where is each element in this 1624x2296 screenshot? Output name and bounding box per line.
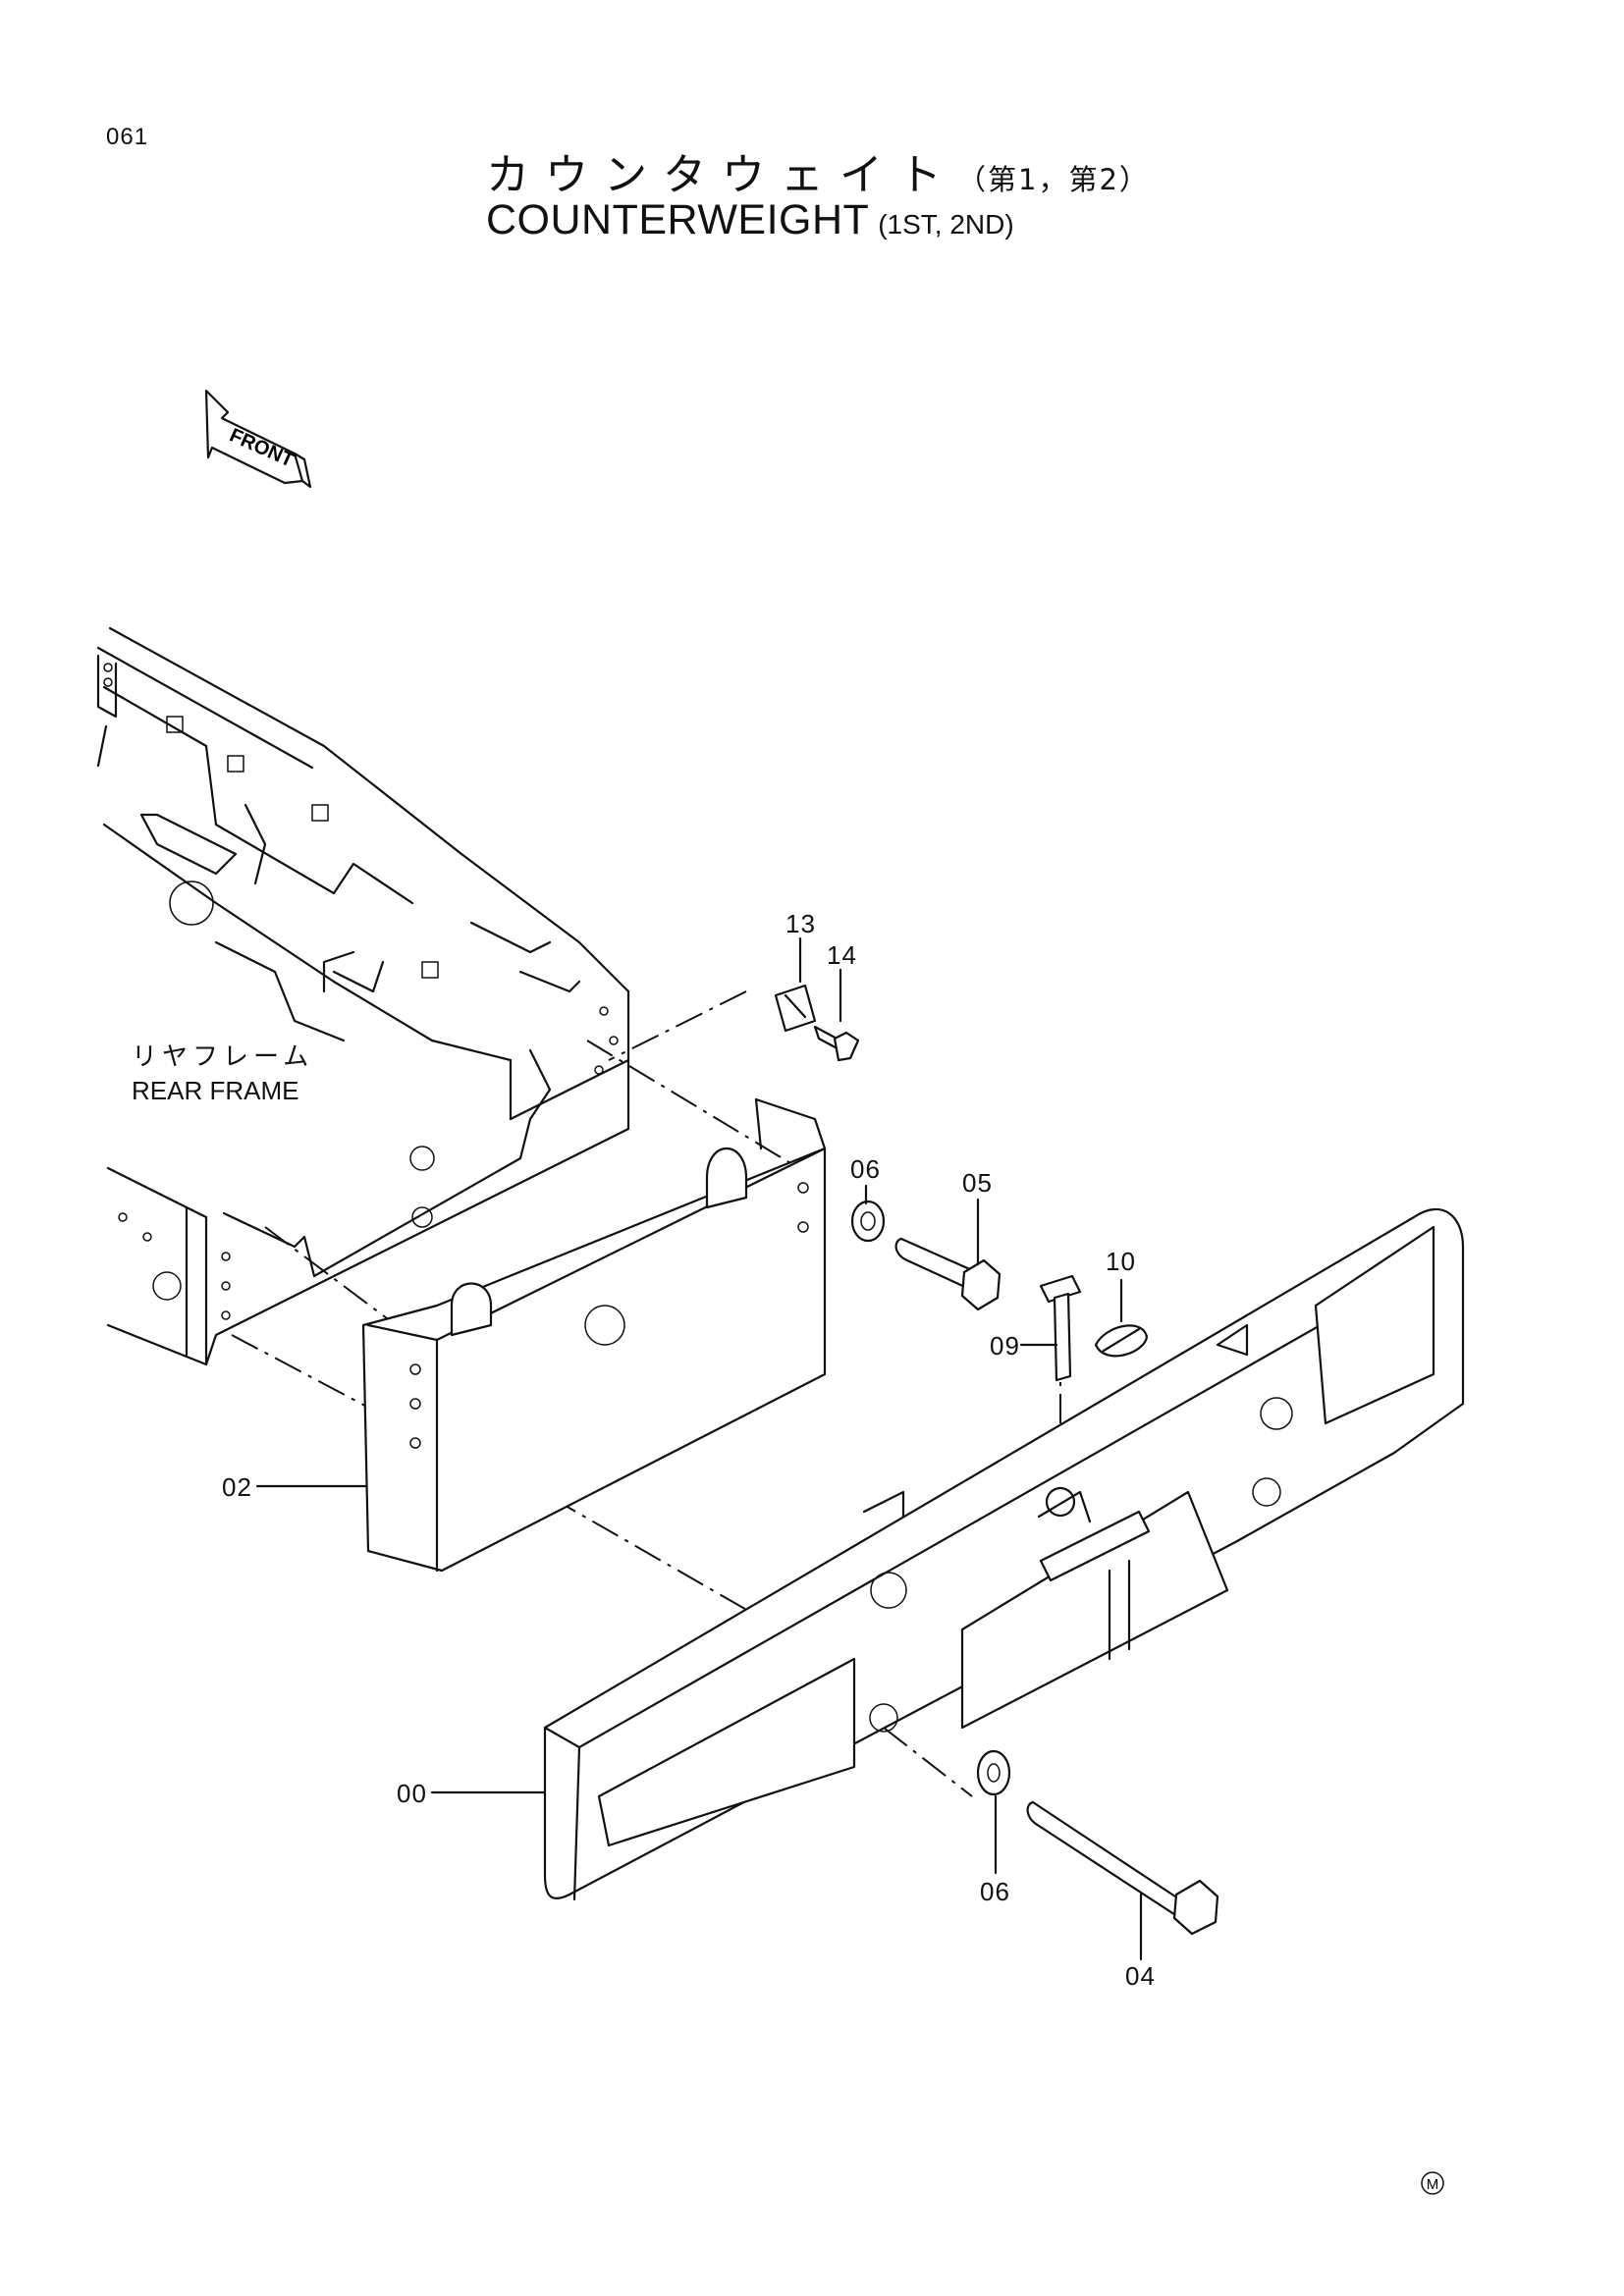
callout-06-bottom: 06	[980, 1877, 1010, 1906]
rear-frame-label: リヤフレーム REAR FRAME	[132, 1041, 313, 1107]
page-code: 061	[106, 124, 149, 150]
callout-02: 02	[222, 1472, 252, 1502]
m-mark-letter: M	[1427, 2176, 1439, 2193]
title-jp-sub: （第1，第2）	[957, 163, 1150, 196]
callout-05: 05	[962, 1168, 993, 1198]
title-en: COUNTERWEIGHT (1ST, 2ND)	[486, 196, 1014, 244]
rear-frame-label-jp: リヤフレーム	[132, 1042, 314, 1072]
title-en-main: COUNTERWEIGHT	[486, 196, 870, 243]
leader-lines	[255, 936, 1143, 1961]
plate-counterweight	[361, 1097, 827, 1573]
circled-m-mark: M	[1421, 2171, 1444, 2195]
callout-09: 09	[990, 1331, 1020, 1361]
main-counterweight	[543, 1207, 1465, 1901]
callout-06-top: 06	[850, 1154, 881, 1184]
rear-frame	[96, 626, 630, 1366]
callout-00: 00	[397, 1779, 427, 1808]
pin-and-clip	[1039, 1274, 1149, 1382]
callout-04: 04	[1125, 1961, 1156, 1991]
washer-and-bolt-top	[850, 1200, 1001, 1311]
front-arrow-icon: FRONT	[204, 389, 312, 489]
title-jp: カウンタウェイト（第1，第2）	[486, 139, 1150, 202]
callout-13: 13	[785, 909, 816, 938]
washer-and-bolt-bottom	[976, 1749, 1219, 1936]
title-jp-main: カウンタウェイト	[486, 150, 957, 200]
title-en-sub: (1ST, 2ND)	[878, 209, 1014, 240]
callout-14: 14	[827, 940, 857, 970]
rear-frame-label-en: REAR FRAME	[132, 1076, 299, 1105]
callout-10: 10	[1106, 1247, 1136, 1276]
bracket-and-bolt	[774, 984, 860, 1062]
